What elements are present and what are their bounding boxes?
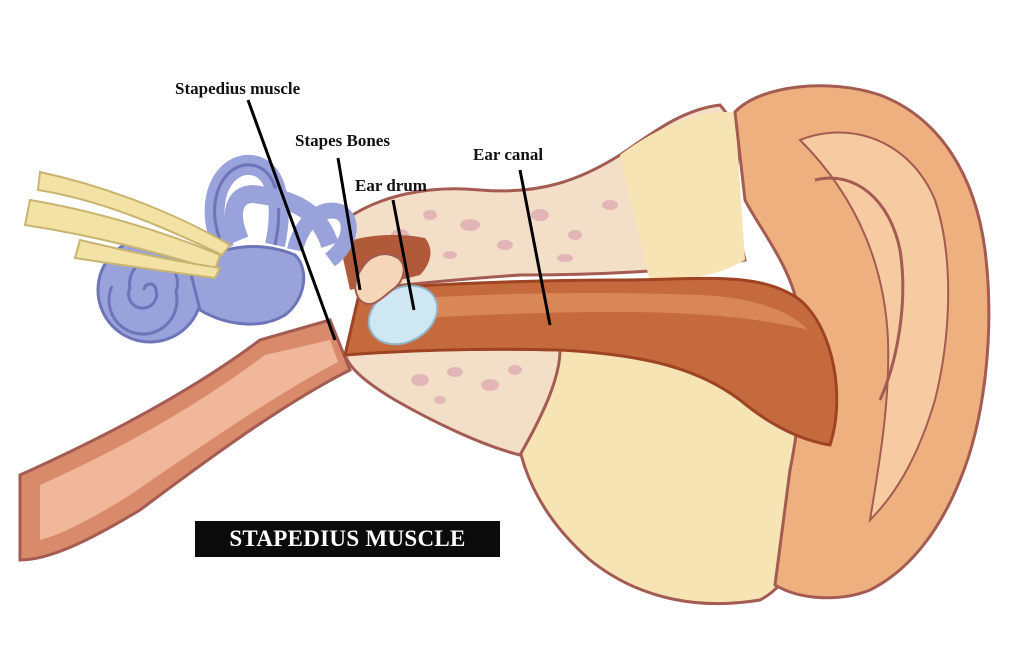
vestibule	[188, 245, 306, 326]
upper-cartilage	[620, 111, 745, 282]
label-stapes-bones: Stapes Bones	[295, 131, 390, 150]
label-ear-canal: Ear canal	[473, 145, 544, 164]
semicircular-canals	[204, 154, 357, 267]
outer-ear-inner-ridge	[814, 176, 905, 401]
ossicles	[354, 253, 405, 306]
ear-canal-highlight	[420, 293, 808, 330]
auditory-nerves	[23, 170, 232, 280]
ear-canal	[343, 276, 839, 447]
pointer-ear-drum	[391, 199, 416, 311]
pointer-stapes-bones	[336, 157, 362, 291]
label-ear-drum: Ear drum	[355, 176, 427, 195]
outer-ear-fold	[798, 131, 950, 523]
label-stapedius-muscle: Stapedius muscle	[175, 79, 301, 98]
title-banner: STAPEDIUS MUSCLE	[195, 521, 500, 557]
pointer-stapedius-muscle	[246, 99, 337, 341]
eustachian-tube-lining	[40, 340, 338, 540]
pointer-ear-canal	[518, 169, 552, 326]
